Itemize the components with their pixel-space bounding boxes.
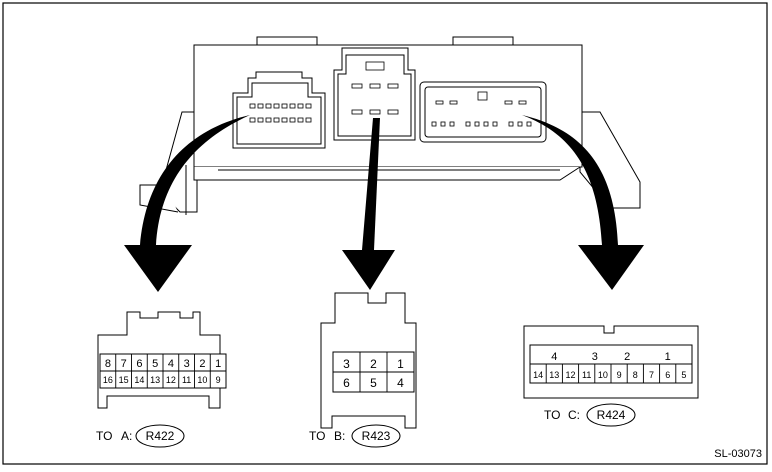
pin-number: 7 xyxy=(649,370,654,380)
pin-number: 9 xyxy=(216,375,221,385)
pin-number: 14 xyxy=(134,375,144,385)
pin-number: 1 xyxy=(665,351,671,363)
socket-pins xyxy=(249,61,532,127)
pin-number: 3 xyxy=(343,357,350,371)
label-letter: B: xyxy=(334,429,345,443)
pin-number: 10 xyxy=(197,375,207,385)
pin-number: 8 xyxy=(105,358,111,370)
label-connector-c: TO C: R424 xyxy=(544,403,636,427)
pin-number: 4 xyxy=(551,351,557,363)
pin-number: 4 xyxy=(168,358,174,370)
label-prefix: TO xyxy=(544,408,560,422)
pin-number: 7 xyxy=(121,358,127,370)
pin-number: 6 xyxy=(343,376,350,390)
figure-id: SL-03073 xyxy=(714,448,762,460)
pin-number: 5 xyxy=(152,358,158,370)
pin-number: 10 xyxy=(598,370,608,380)
label-letter: C: xyxy=(568,408,580,422)
connector-code: R423 xyxy=(362,429,391,443)
connector-code: R422 xyxy=(146,429,175,443)
pin-number: 12 xyxy=(565,370,575,380)
pin-number: 2 xyxy=(370,357,377,371)
pin-number: 16 xyxy=(103,375,113,385)
pin-number: 5 xyxy=(370,376,377,390)
label-connector-a: TO A: R422 xyxy=(96,424,185,448)
arrow-to-a xyxy=(124,115,250,292)
pin-number: 3 xyxy=(592,351,598,363)
arrow-to-c xyxy=(522,115,644,290)
pin-number: 11 xyxy=(182,375,191,385)
connector-c: 14 13 12 11 10 9 8 7 6 5 4 3 2 1 xyxy=(523,325,699,399)
pin-number: 13 xyxy=(549,370,559,380)
pin-number: 4 xyxy=(397,376,404,390)
label-letter: A: xyxy=(121,429,132,443)
pin-number: 2 xyxy=(624,351,630,363)
label-prefix: TO xyxy=(96,429,112,443)
pin-number: 8 xyxy=(633,370,638,380)
pin-number: 1 xyxy=(215,358,221,370)
pin-number: 3 xyxy=(184,358,190,370)
pin-number: 5 xyxy=(681,370,686,380)
pin-number: 15 xyxy=(119,375,129,385)
pin-number: 6 xyxy=(136,358,142,370)
label-prefix: TO xyxy=(309,429,325,443)
arrow-to-b xyxy=(342,118,395,290)
pin-number: 12 xyxy=(166,375,176,385)
connector-b: 6 5 4 3 2 1 xyxy=(320,292,417,429)
pin-number: 2 xyxy=(199,358,205,370)
label-connector-b: TO B: R423 xyxy=(309,424,401,448)
connector-code: R424 xyxy=(597,408,626,422)
pin-number: 14 xyxy=(533,370,543,380)
pin-number: 13 xyxy=(150,375,160,385)
pin-number: 1 xyxy=(397,357,404,371)
pin-number: 6 xyxy=(665,370,670,380)
pin-number: 9 xyxy=(617,370,622,380)
pin-number: 11 xyxy=(582,370,591,380)
